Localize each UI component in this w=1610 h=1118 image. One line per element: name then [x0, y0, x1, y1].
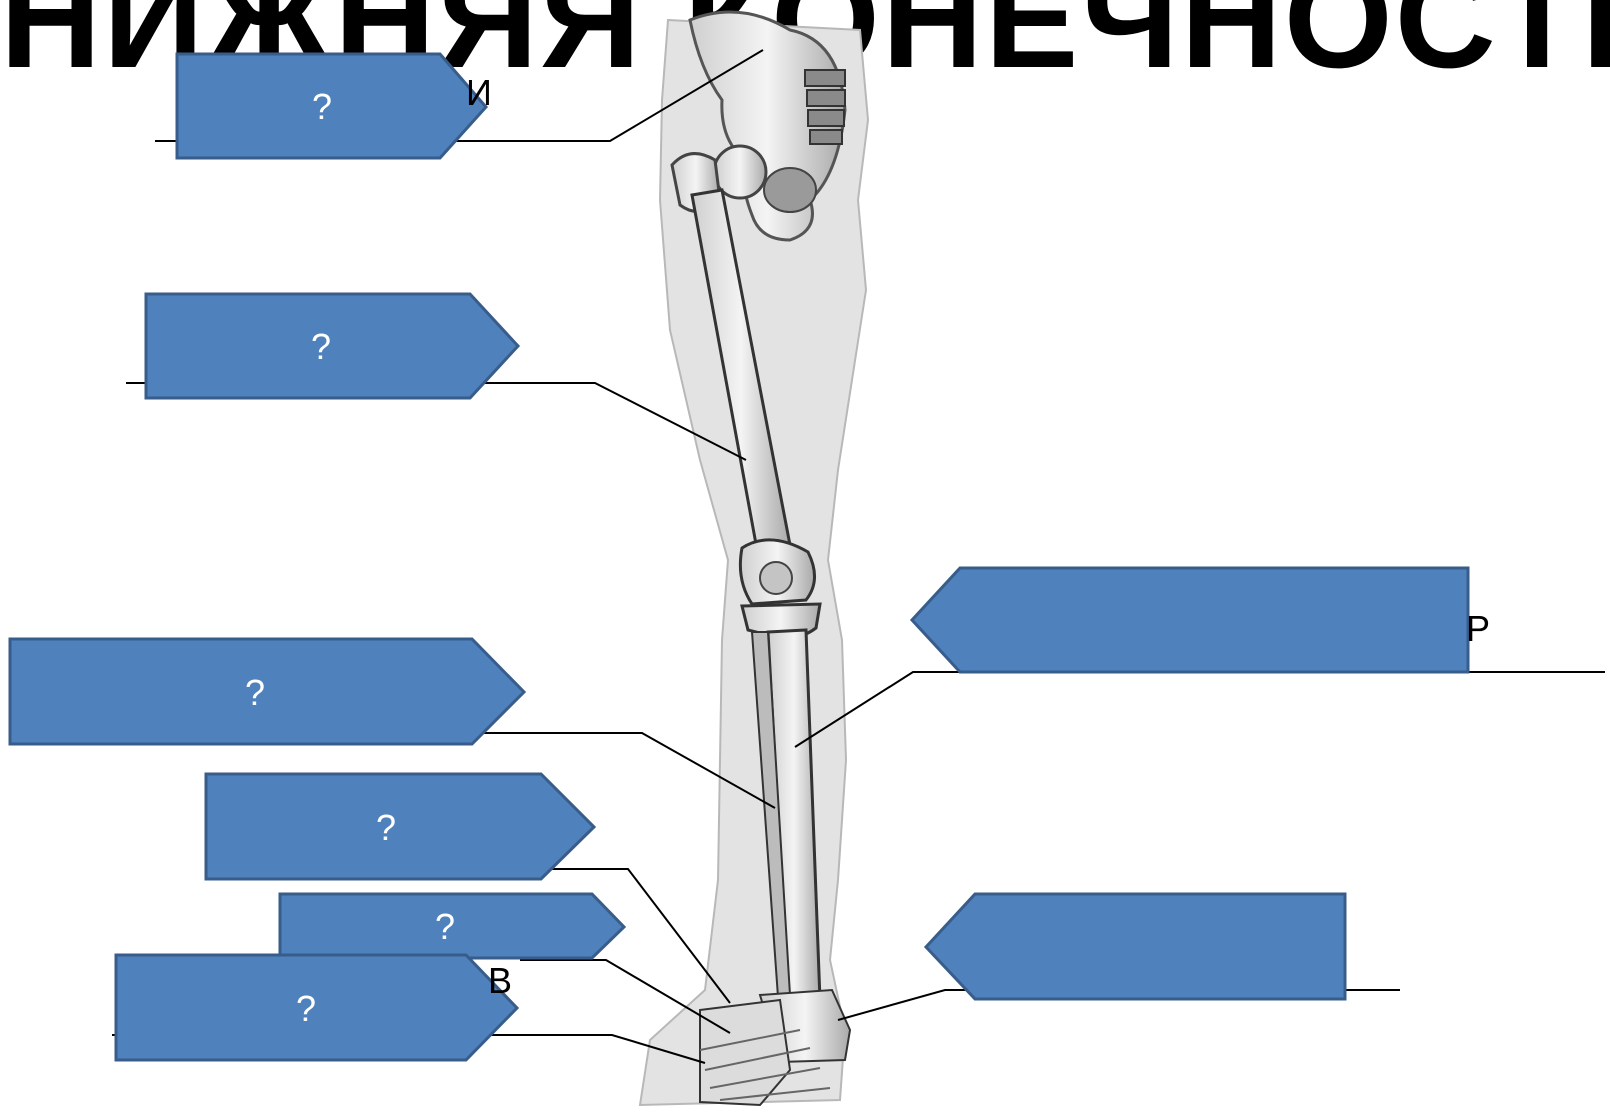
callout-metatarsus-label: ? — [280, 906, 610, 948]
callout-fibula-label: ? — [10, 672, 500, 714]
obturator-foramen — [764, 168, 816, 212]
foot-bones — [700, 990, 850, 1105]
leader-line-tibia — [795, 672, 1605, 747]
sacrum — [805, 70, 845, 144]
callout-pelvis-label: ? — [177, 86, 467, 128]
callout-tarsus-label: ? — [206, 807, 566, 849]
callout-phalanges-label: ? — [116, 988, 496, 1030]
callout-tibia-shape[interactable] — [912, 568, 1468, 672]
callout-femur-label: ? — [146, 326, 496, 368]
patella — [760, 562, 792, 594]
underlying-fragment-1: И — [466, 72, 492, 114]
callout-talus-shape[interactable] — [926, 894, 1345, 999]
underlying-fragment-2: Р — [1466, 608, 1490, 650]
